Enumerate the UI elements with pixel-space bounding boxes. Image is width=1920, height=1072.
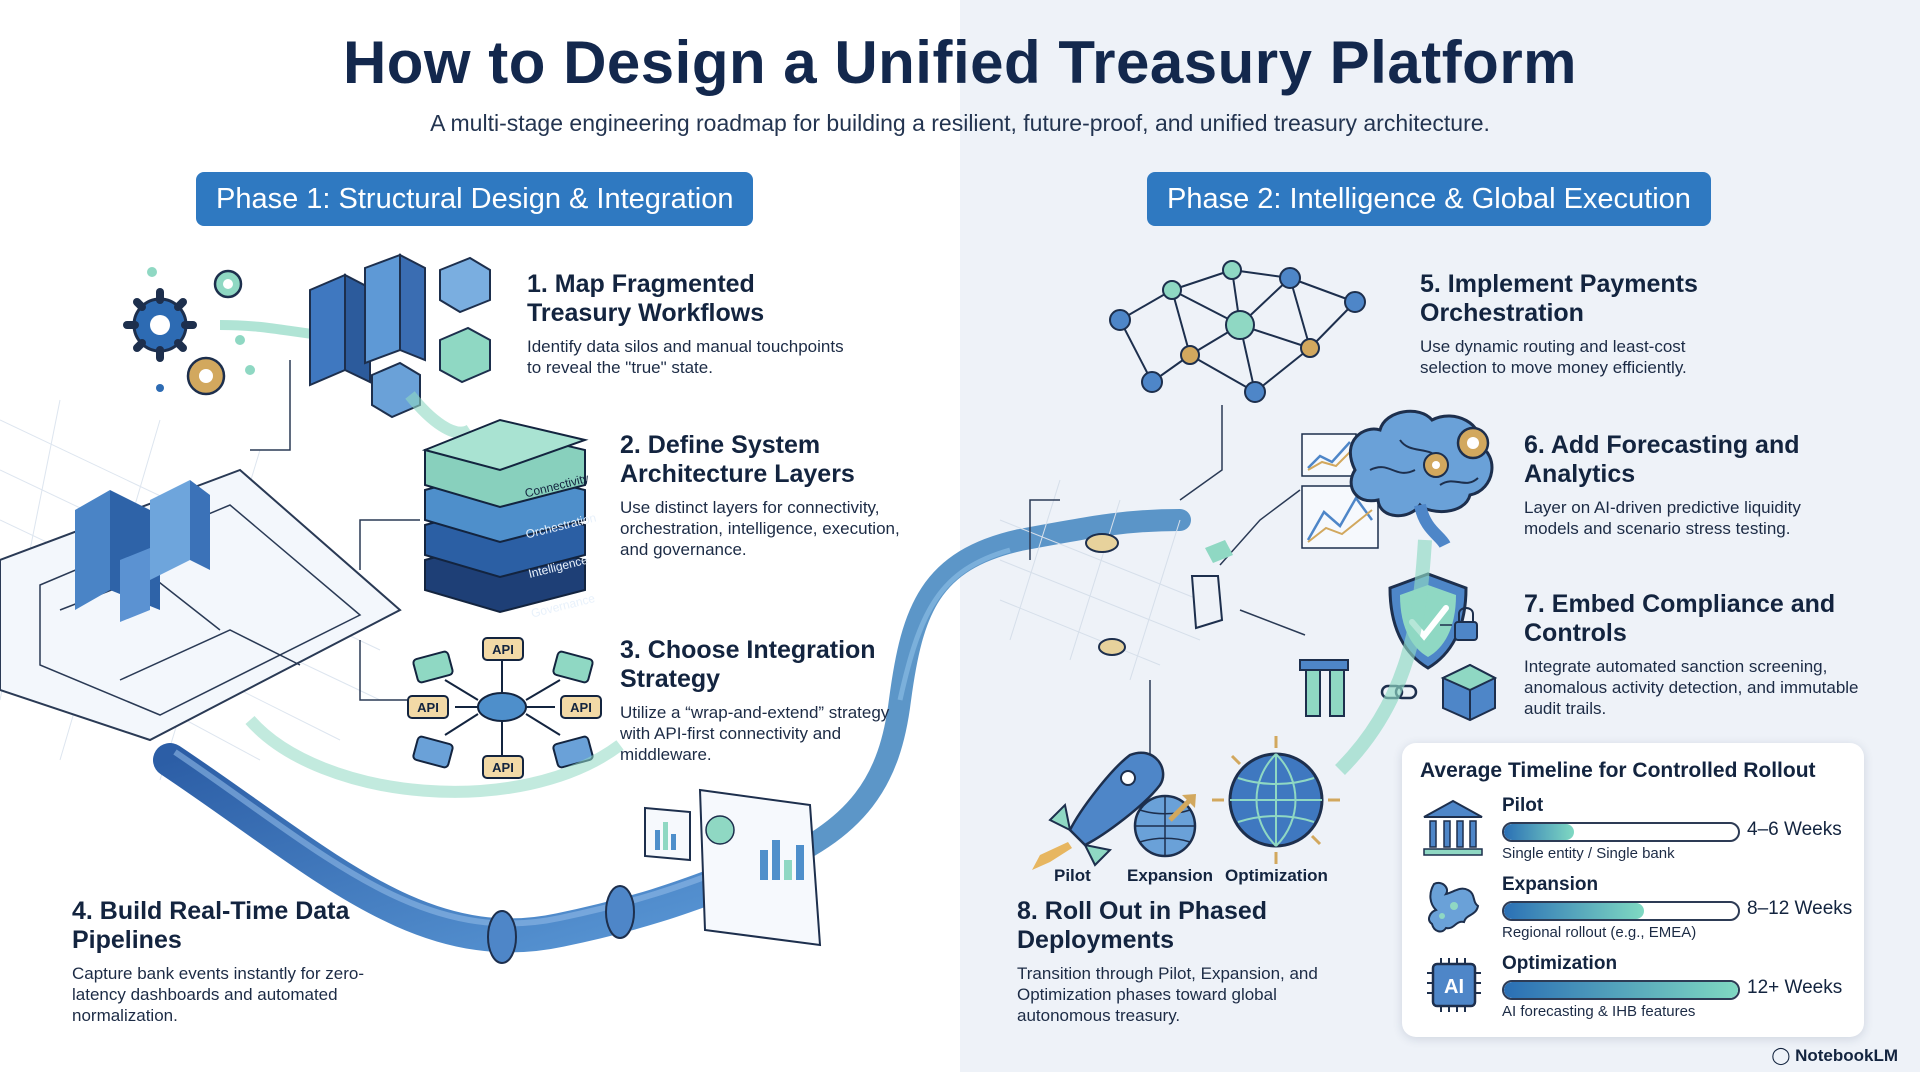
europe-map-icon: [1428, 882, 1480, 933]
step-description: Layer on AI-driven predictive liquidity …: [1524, 498, 1801, 538]
flow-stream: [1335, 539, 1432, 775]
timeline-bar: [1502, 901, 1740, 921]
blueprint-floorplan: [0, 468, 402, 742]
step-title: 5. Implement Payments Orchestration: [1420, 270, 1698, 327]
dashboard-screens: [644, 788, 822, 947]
flow-stream: [245, 716, 624, 798]
rollout-label-expansion: Expansion: [1127, 866, 1213, 885]
chip-label: AI: [1444, 976, 1464, 998]
route-node: [1085, 533, 1119, 553]
route-node: [1205, 540, 1233, 563]
timeline-bar: [1502, 822, 1740, 842]
router-device: [1190, 575, 1224, 630]
brand-watermark: ◯ NotebookLM: [1771, 1046, 1898, 1066]
ai-chip-icon: AI: [1427, 958, 1481, 1012]
api-label: API: [570, 700, 592, 715]
step-description: Use distinct layers for connectivity, or…: [620, 498, 900, 559]
timeline-duration: 12+ Weeks: [1747, 977, 1843, 998]
timeline-phase-name: Expansion: [1502, 874, 1599, 895]
step-title: 1. Map Fragmented Treasury Workflows: [527, 270, 765, 327]
step-title: 6. Add Forecasting and Analytics: [1524, 431, 1800, 488]
timeline-note: Single entity / Single bank: [1502, 845, 1675, 862]
rollout-timeline-card: Average Timeline for Controlled Rollout …: [1402, 743, 1864, 1037]
lock-icon: [1440, 607, 1478, 641]
rollout-label-optimization: Optimization: [1225, 866, 1328, 885]
brand-name: NotebookLM: [1795, 1046, 1898, 1065]
optimization-globe-icon: [1212, 736, 1340, 864]
timeline-bar: [1502, 980, 1740, 1000]
audit-cube-icon: [1440, 663, 1498, 722]
rollout-label-pilot: Pilot: [1054, 866, 1091, 885]
step-6: 6. Add Forecasting and Analytics Layer o…: [1524, 431, 1844, 539]
expansion-globe-icon: [1133, 794, 1197, 858]
step-title: 7. Embed Compliance and Controls: [1524, 590, 1836, 647]
step-2: 2. Define System Architecture Layers Use…: [620, 431, 910, 560]
step-description: Integrate automated sanction screening, …: [1524, 657, 1859, 718]
step-description: Capture bank events instantly for zero-l…: [72, 964, 364, 1025]
timeline-row-optimization: AI Optimization 12+ Weeks AI forecasting…: [1402, 953, 1864, 1033]
turnstile-gate-icon: [1299, 659, 1349, 717]
api-hub-diagram: API API API API: [407, 637, 602, 779]
step-5: 5. Implement Payments Orchestration Use …: [1420, 270, 1740, 378]
timeline-duration: 4–6 Weeks: [1747, 819, 1842, 840]
step-description: Transition through Pilot, Expansion, and…: [1017, 964, 1318, 1025]
brain-ai-icon: [1348, 409, 1494, 549]
timeline-duration: 8–12 Weeks: [1747, 898, 1853, 919]
step-title: 3. Choose Integration Strategy: [620, 636, 876, 693]
timeline-bar-fill: [1504, 982, 1738, 998]
step-description: Utilize a “wrap-and-extend” strategy wit…: [620, 703, 890, 764]
floor-grid: [999, 479, 1201, 681]
connector-lines: [1029, 405, 1306, 780]
step-description: Use dynamic routing and least-cost selec…: [1420, 337, 1687, 377]
page-title: How to Design a Unified Treasury Platfor…: [342, 29, 1578, 96]
timeline-bar-fill: [1504, 824, 1575, 840]
step-8: 8. Roll Out in Phased Deployments Transi…: [1017, 897, 1357, 1026]
api-label: API: [417, 700, 439, 715]
step-title: 2. Define System Architecture Layers: [620, 431, 855, 488]
step-7: 7. Embed Compliance and Controls Integra…: [1524, 590, 1864, 719]
phase-2-banner: Phase 2: Intelligence & Global Execution: [1147, 172, 1711, 226]
timeline-note: Regional rollout (e.g., EMEA): [1502, 924, 1697, 941]
notebooklm-logo-icon: ◯: [1771, 1046, 1796, 1065]
timeline-phase-name: Pilot: [1502, 795, 1544, 816]
forecast-charts-icon: [1301, 433, 1379, 549]
timeline-bar-fill: [1504, 903, 1645, 919]
step-title: 8. Roll Out in Phased Deployments: [1017, 897, 1268, 954]
flow-stream: [219, 320, 321, 340]
phase-1-banner: Phase 1: Structural Design & Integration: [196, 172, 754, 226]
step-4: 4. Build Real-Time Data Pipelines Captur…: [72, 897, 372, 1026]
step-title: 4. Build Real-Time Data Pipelines: [72, 897, 350, 954]
step-3: 3. Choose Integration Strategy Utilize a…: [620, 636, 910, 765]
timeline-title: Average Timeline for Controlled Rollout: [1420, 759, 1816, 782]
bank-icon: [1423, 799, 1483, 856]
step-1: 1. Map Fragmented Treasury Workflows Ide…: [527, 270, 847, 378]
rocket-icon: [1032, 751, 1165, 870]
connector-lines: [250, 360, 420, 701]
api-label: API: [492, 760, 514, 775]
gears-icon: [123, 267, 255, 396]
step-description: Identify data silos and manual touchpoin…: [527, 337, 844, 377]
flow-stream: [405, 391, 474, 439]
timeline-row-pilot: Pilot 4–6 Weeks Single entity / Single b…: [1402, 795, 1864, 875]
payment-network-icon: [1109, 260, 1366, 403]
api-label: API: [492, 642, 514, 657]
timeline-row-expansion: Expansion 8–12 Weeks Regional rollout (e…: [1402, 874, 1864, 954]
route-node: [1098, 638, 1126, 656]
timeline-note: AI forecasting & IHB features: [1502, 1003, 1696, 1020]
server-racks-icon: [309, 253, 491, 419]
timeline-phase-name: Optimization: [1502, 953, 1618, 974]
page-subtitle: A multi-stage engineering roadmap for bu…: [430, 110, 1490, 136]
architecture-layer-stack: [421, 418, 589, 614]
